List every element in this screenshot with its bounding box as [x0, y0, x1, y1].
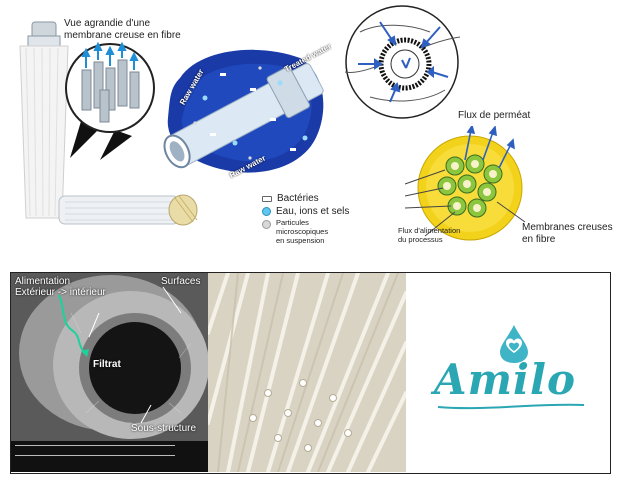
legend: Bactéries Eau, ions et sels Particules m… [262, 192, 362, 245]
magnified-fibre-view [65, 41, 155, 160]
legend-label-water: Eau, ions et sels [276, 206, 350, 217]
bacteria-icon [262, 195, 272, 202]
feed-flow-line1: Flux d'alimentation [398, 226, 461, 235]
sem-fibre-cross-section [11, 273, 208, 472]
logo-swoosh [437, 403, 585, 410]
fibre-bundle-photo [208, 273, 406, 472]
sem-image: Alimentation Extérieur -> intérieur Surf… [11, 273, 208, 472]
legend-label-bacteria: Bactéries [277, 193, 319, 204]
magnified-label: Vue agrandie d'une membrane creuse en fi… [64, 18, 181, 42]
legend-label-particles-2: microscopiques [276, 227, 329, 236]
permeate-flow-label: Flux de perméat [458, 110, 531, 121]
legend-label-particles-1: Particules [276, 218, 309, 227]
legend-item-water: Eau, ions et sels [262, 205, 362, 218]
fibre-cartridge-illustration [19, 21, 69, 219]
membrane-bundle-diagram [404, 126, 526, 241]
sem-feed-label: Alimentation Extérieur -> intérieur [15, 276, 106, 298]
brand-logo: Amilo [406, 273, 610, 472]
hollow-membranes-line1: Membranes creuses [522, 222, 613, 233]
particle-icon [262, 220, 271, 229]
sem-feed-line2: Extérieur -> intérieur [15, 287, 106, 298]
feed-flow-label: Flux d'alimentation du processus [398, 226, 460, 244]
hollow-membranes-label: Membranes creuses en fibre [522, 222, 613, 246]
membrane-module-illustration [163, 49, 324, 173]
magnified-label-line2: membrane creuse en fibre [64, 30, 181, 41]
sem-surfaces-label: Surfaces [161, 276, 201, 287]
horizontal-cartridge-illustration [58, 194, 198, 226]
hollow-membranes-line2: en fibre [522, 234, 556, 245]
sem-substructure-label: Sous-structure [131, 423, 197, 434]
legend-label-particles-3: en suspension [276, 236, 325, 245]
sem-feed-line1: Alimentation [15, 276, 71, 287]
logo-wordmark: Amilo [434, 355, 576, 404]
fibre-bundle-drawing [208, 273, 406, 472]
water-drop-icon [262, 207, 271, 216]
legend-item-bacteria: Bactéries [262, 192, 362, 205]
feed-flow-line2: du processus [398, 235, 443, 244]
bottom-panel: Alimentation Extérieur -> intérieur Surf… [10, 272, 611, 474]
water-drop-logo-icon [500, 325, 528, 363]
magnified-label-line1: Vue agrandie d'une [64, 18, 151, 29]
sem-filtrate-label: Filtrat [93, 359, 121, 370]
legend-item-particles: Particules microscopiques en suspension [262, 218, 362, 245]
fibre-cross-section-diagram [344, 5, 461, 119]
